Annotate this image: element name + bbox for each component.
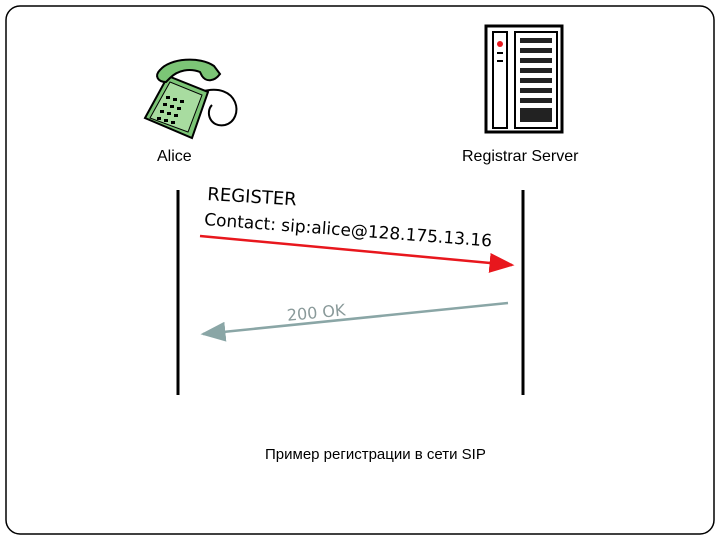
slide-frame (5, 5, 715, 535)
server-icon (484, 24, 564, 134)
ok-arrow (200, 301, 509, 342)
alice-label: Alice (157, 148, 192, 165)
register-arrow (199, 234, 515, 273)
telephone-icon (143, 58, 238, 140)
caption: Пример регистрации в сети SIP (265, 446, 486, 463)
server-label: Registrar Server (462, 148, 579, 165)
